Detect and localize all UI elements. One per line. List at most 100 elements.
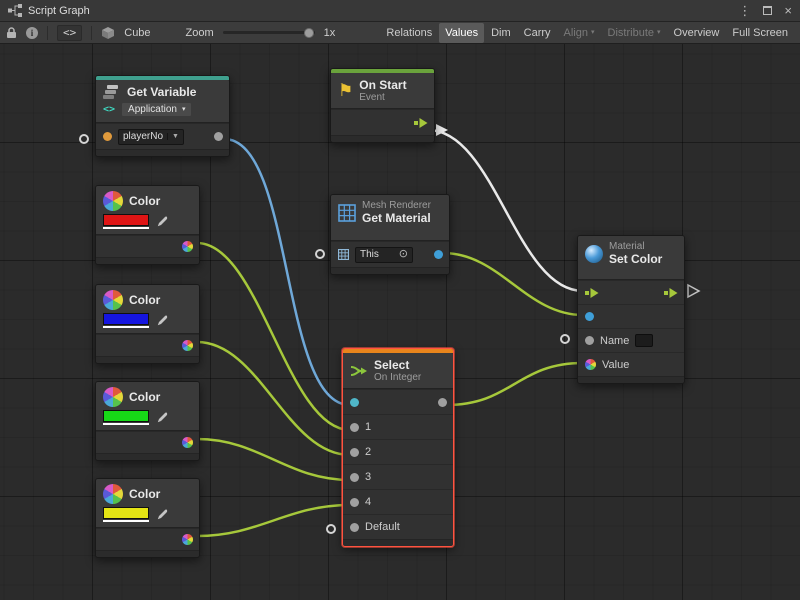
node-header: Color [96, 479, 199, 528]
target-object-field[interactable]: This ⊙ [355, 246, 413, 263]
node-select-on-integer[interactable]: Select On Integer 1 2 3 [342, 348, 454, 547]
wire-color2-to-select[interactable] [195, 340, 352, 457]
node-color-red[interactable]: Color [95, 185, 200, 265]
port-label: 3 [365, 471, 372, 483]
node-header: Select On Integer [343, 353, 453, 389]
alpha-bar [103, 520, 149, 522]
color-swatch-field[interactable] [103, 507, 149, 522]
selector-in-port[interactable] [350, 397, 359, 407]
wire-color1-to-select[interactable] [195, 241, 352, 432]
wire-getmaterial-to-setcolor[interactable] [441, 251, 585, 317]
align-dropdown-button[interactable]: Align▾ [558, 23, 601, 43]
color-swatch[interactable] [103, 313, 149, 325]
wire-color3-to-select[interactable] [195, 437, 352, 482]
node-header: Mesh Renderer Get Material [331, 195, 449, 241]
color-out-port[interactable] [182, 241, 193, 252]
port-row [578, 304, 684, 328]
node-header: ⚑ On Start Event [331, 73, 434, 109]
node-footer [96, 257, 199, 264]
zoom-slider[interactable] [222, 26, 315, 40]
color-swatch[interactable] [103, 410, 149, 422]
option-in-port[interactable] [350, 472, 359, 482]
wire-playerno-to-select[interactable] [222, 137, 352, 407]
eyedropper-icon[interactable] [155, 314, 168, 327]
wire-color4-to-select[interactable] [195, 503, 352, 538]
eyedropper-icon[interactable] [155, 508, 168, 521]
chevron-down-icon: ▼ [167, 133, 179, 140]
edit-graph-icon[interactable]: <> [57, 24, 83, 41]
unconnected-port-ring[interactable] [560, 334, 570, 344]
port-row [343, 389, 453, 414]
node-set-color[interactable]: Material Set Color Name [577, 235, 685, 384]
node-color-yellow[interactable]: Color [95, 478, 200, 558]
node-subtitle: On Integer [374, 372, 422, 383]
overview-button[interactable]: Overview [668, 23, 726, 43]
zoom-slider-track[interactable] [222, 31, 315, 34]
node-get-variable[interactable]: Get Variable <> Application ▾ playerNo ▼ [95, 75, 230, 157]
variable-value-out-port[interactable] [214, 132, 223, 141]
color-out-port[interactable] [182, 534, 193, 545]
port-row: Default [343, 514, 453, 539]
variable-name-dropdown[interactable]: playerNo ▼ [118, 128, 184, 145]
variable-name-port[interactable] [103, 132, 112, 141]
wire-select-to-setcolor-value[interactable] [444, 361, 585, 407]
option-in-port[interactable] [350, 447, 359, 457]
node-footer [578, 376, 684, 383]
material-out-port[interactable] [434, 250, 443, 259]
variable-scope-dropdown[interactable]: Application ▾ [121, 102, 193, 117]
values-button[interactable]: Values [439, 22, 485, 43]
color-swatch[interactable] [103, 214, 149, 226]
toolbar-separator [91, 25, 93, 40]
node-get-material[interactable]: Mesh Renderer Get Material This ⊙ [330, 194, 450, 275]
wire-onstart-to-setcolor[interactable] [426, 128, 585, 293]
unconnected-port-ring[interactable] [326, 524, 336, 534]
window-menu-icon[interactable]: ⋮ [738, 3, 752, 18]
color-swatch-field[interactable] [103, 313, 149, 328]
node-color-green[interactable]: Color [95, 381, 200, 461]
node-accent [343, 349, 453, 353]
color-out-port[interactable] [182, 437, 193, 448]
eyedropper-icon[interactable] [155, 411, 168, 424]
carry-button[interactable]: Carry [518, 23, 557, 43]
zoom-slider-handle[interactable] [303, 27, 314, 38]
distribute-dropdown-button[interactable]: Distribute▾ [602, 23, 667, 43]
full-screen-button[interactable]: Full Screen [726, 23, 794, 43]
material-in-port[interactable] [585, 312, 594, 321]
port-row: Value [578, 352, 684, 376]
unconnected-port-ring[interactable] [315, 249, 325, 259]
value-color-in-port[interactable] [585, 359, 596, 370]
eyedropper-icon[interactable] [155, 215, 168, 228]
chevron-down-icon: ▾ [591, 29, 595, 36]
dim-button[interactable]: Dim [485, 23, 517, 43]
graph-owner-label[interactable]: Cube [124, 26, 151, 39]
tab-script-graph[interactable]: Script Graph [8, 4, 90, 17]
info-icon[interactable]: i [26, 26, 38, 39]
flow-in-port[interactable] [585, 287, 599, 298]
default-in-port[interactable] [350, 522, 359, 532]
color-swatch-field[interactable] [103, 214, 149, 229]
toolbar-button-group: Relations Values Dim Carry Align▾ Distri… [380, 22, 794, 43]
graph-canvas[interactable]: Get Variable <> Application ▾ playerNo ▼ [0, 44, 800, 600]
color-swatch[interactable] [103, 507, 149, 519]
relations-button[interactable]: Relations [380, 23, 438, 43]
option-in-port[interactable] [350, 422, 359, 432]
maximize-icon[interactable] [763, 6, 773, 15]
color-out-port[interactable] [182, 340, 193, 351]
flow-out-port[interactable] [664, 287, 678, 298]
alpha-bar [103, 423, 149, 425]
window-title: Script Graph [28, 4, 90, 17]
close-icon[interactable]: × [784, 3, 792, 18]
name-in-port[interactable] [585, 336, 594, 345]
selection-out-port[interactable] [438, 397, 447, 407]
unconnected-flow-triangle[interactable] [687, 283, 701, 299]
object-picker-icon[interactable]: ⊙ [398, 248, 408, 260]
color-swatch-field[interactable] [103, 410, 149, 425]
node-on-start[interactable]: ⚑ On Start Event [330, 68, 435, 143]
flow-out-port[interactable] [414, 117, 428, 128]
lock-icon[interactable] [6, 26, 17, 39]
option-in-port[interactable] [350, 497, 359, 507]
port-row: 3 [343, 464, 453, 489]
name-input-field[interactable] [635, 334, 654, 347]
unconnected-port-ring[interactable] [79, 134, 89, 144]
node-color-blue[interactable]: Color [95, 284, 200, 364]
